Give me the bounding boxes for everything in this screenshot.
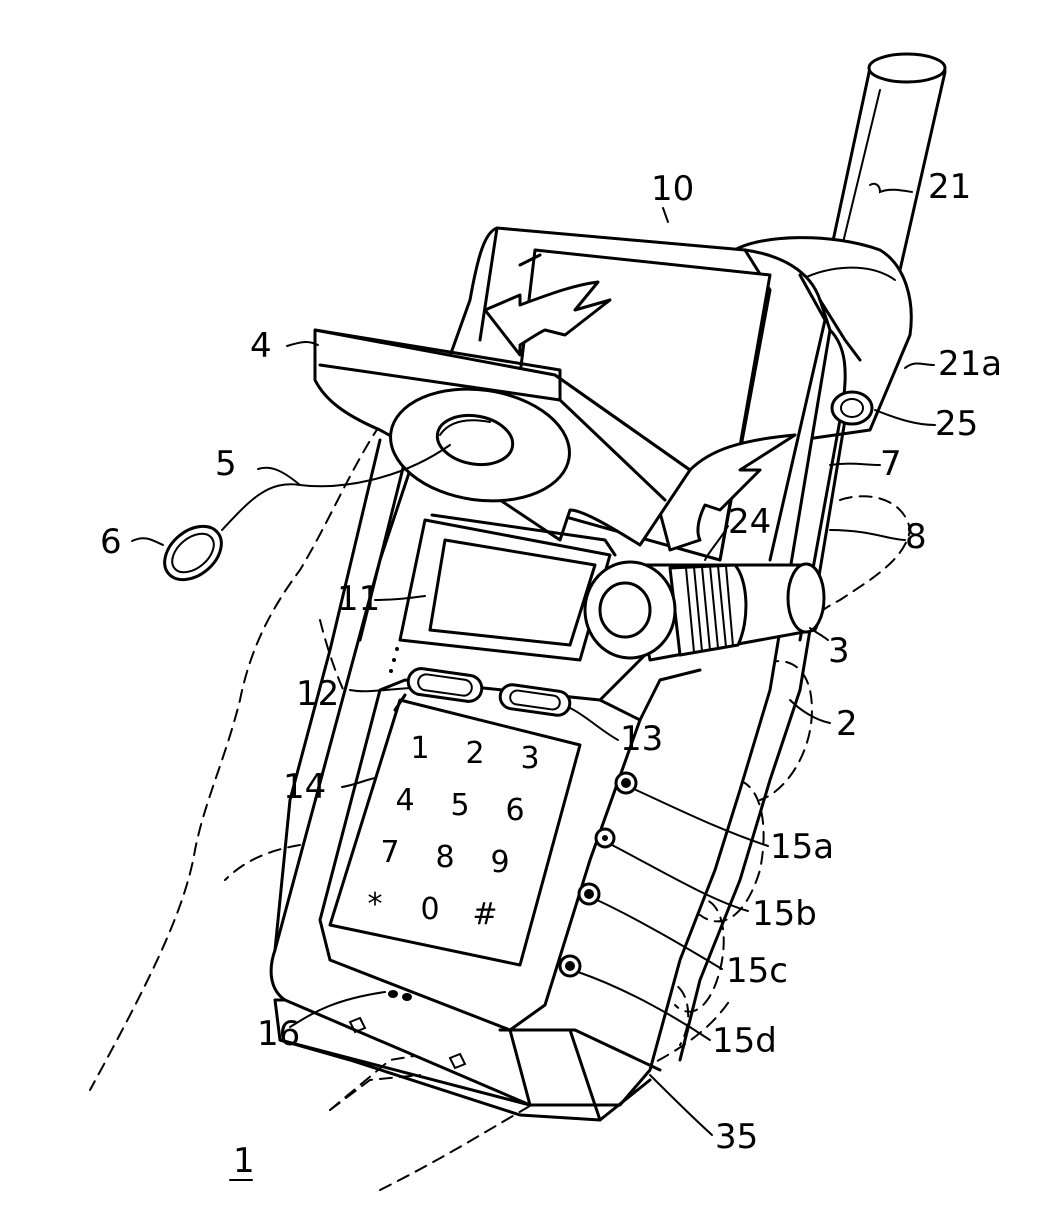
label-side-knob: 25 [935, 404, 978, 444]
label-button-right: 13 [620, 719, 663, 759]
label-antenna-base: 21a [938, 344, 1002, 384]
keypad-key: 7 [380, 835, 399, 870]
side-button-c [579, 884, 599, 904]
label-camera-ring: 24 [728, 502, 771, 542]
label-side-button-d: 15d [712, 1021, 777, 1061]
side-knob [832, 392, 872, 424]
keypad-key: 0 [420, 892, 439, 927]
label-hand-grip: 8 [905, 517, 927, 557]
keypad-key: 1 [410, 731, 429, 766]
keypad-key: 3 [520, 741, 539, 776]
side-button-a [616, 773, 636, 793]
label-button-left: 12 [296, 674, 339, 714]
side-button-d [560, 956, 580, 976]
label-side-button-b: 15b [752, 894, 817, 934]
label-camera: 3 [828, 631, 850, 671]
keypad-key: 5 [450, 788, 469, 823]
label-eyepiece: 5 [215, 444, 237, 484]
label-display-cover: 4 [250, 326, 272, 366]
camera [585, 562, 824, 660]
label-keypad: 14 [283, 767, 326, 807]
label-side-panel: 7 [880, 444, 902, 484]
keypad-key: # [472, 897, 497, 932]
keypad-key: 2 [465, 736, 484, 771]
label-side-button-c: 15c [726, 951, 788, 991]
antenna [830, 54, 945, 270]
label-sub-display: 11 [337, 579, 380, 619]
label-bottom-edge: 35 [715, 1117, 758, 1157]
keypad-key: * [368, 887, 383, 922]
label-ring: 6 [100, 522, 122, 562]
keypad-key: 9 [490, 845, 509, 880]
keypad-key: 8 [435, 840, 454, 875]
label-antenna: 21 [928, 167, 971, 207]
label-main-display: 10 [651, 169, 694, 209]
keypad-key: 6 [505, 793, 524, 828]
label-phone-body: 2 [836, 704, 858, 744]
figure-number: 1 [233, 1141, 255, 1181]
label-microphone: 16 [257, 1014, 300, 1054]
label-side-button-a: 15a [770, 827, 834, 867]
keypad-key: 4 [395, 783, 414, 818]
sub-display [400, 515, 615, 660]
